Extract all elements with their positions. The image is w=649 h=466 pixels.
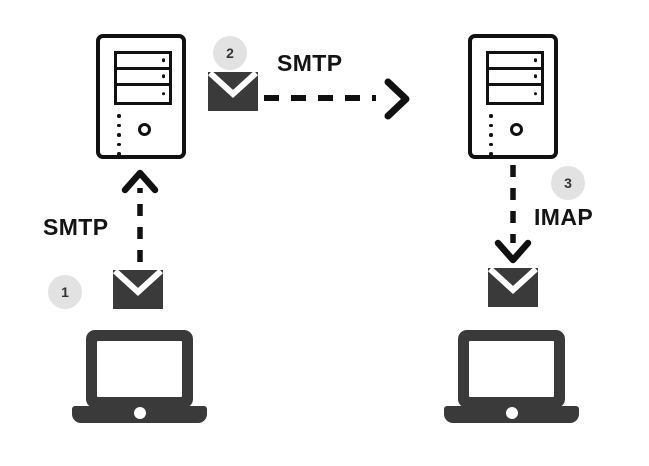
laptop-trackpad-dot-icon	[133, 407, 146, 419]
drive-led-icon	[533, 74, 537, 79]
dashed-arrow-up-smtp	[118, 166, 162, 271]
envelope-icon-step-2	[207, 70, 259, 111]
dashed-arrow-right-smtp	[262, 78, 414, 125]
drive-bay	[117, 70, 169, 86]
drive-led-icon	[533, 58, 537, 63]
envelope-icon-step-3	[487, 266, 539, 307]
dashed-arrow-down-imap	[491, 163, 535, 273]
drive-led-icon	[161, 74, 165, 79]
laptop-lid-icon	[86, 330, 193, 408]
drive-bay	[489, 54, 541, 70]
drive-bay	[117, 86, 169, 102]
drive-led-icon	[533, 92, 537, 96]
laptop-lid-icon	[458, 330, 565, 408]
protocol-label-smtp-server-to-server: SMTP	[277, 50, 343, 76]
sending-mail-server	[96, 34, 186, 159]
drive-bay	[489, 86, 541, 102]
step-badge-3: 3	[551, 166, 585, 200]
power-button-icon	[510, 123, 523, 136]
sender-laptop	[72, 330, 207, 426]
server-status-leds-icon	[489, 114, 493, 162]
envelope-icon-step-1	[112, 268, 164, 309]
drive-bay	[117, 54, 169, 70]
step-badge-2: 2	[213, 36, 247, 70]
server-drive-bays-icon	[486, 51, 544, 105]
laptop-trackpad-dot-icon	[505, 407, 518, 419]
laptop-screen	[97, 341, 182, 397]
drive-led-icon	[161, 92, 165, 96]
step-badge-1: 1	[48, 275, 82, 309]
server-drive-bays-icon	[114, 51, 172, 105]
receiving-mail-server	[468, 34, 558, 159]
power-button-icon	[138, 123, 151, 136]
server-status-leds-icon	[117, 114, 121, 162]
protocol-label-imap-server-to-client: IMAP	[534, 204, 594, 230]
drive-bay	[489, 70, 541, 86]
recipient-laptop	[444, 330, 579, 426]
drive-led-icon	[161, 58, 165, 63]
laptop-screen	[469, 341, 554, 397]
protocol-label-smtp-client-to-server: SMTP	[43, 214, 109, 240]
